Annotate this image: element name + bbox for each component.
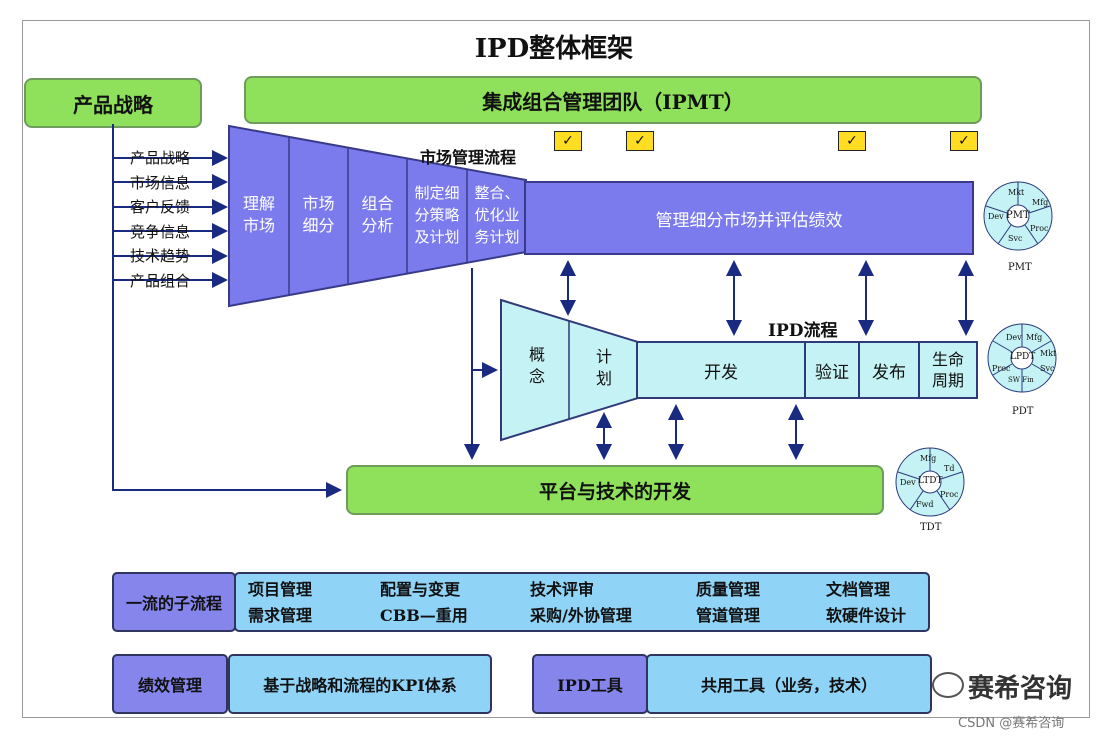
perf-label: 绩效管理 (137, 676, 202, 695)
market-step: 理解 市场 (242, 194, 275, 235)
pdt-seg: Dev (1006, 333, 1022, 342)
input-item: 技术趋势 (130, 247, 191, 265)
watermark-brand: 赛希咨询 (968, 674, 1073, 704)
subprocess-item: 技术评审 (530, 580, 595, 599)
perf-label-box: 绩效管理 (112, 654, 228, 714)
ipmt-bar: 集成组合管理团队（IPMT） (244, 76, 982, 124)
subprocess-label: 一流的子流程 (125, 594, 222, 613)
input-item: 市场信息 (130, 173, 191, 192)
subprocess-item: 采购/外协管理 (530, 606, 632, 625)
pmt-seg: Svc (1008, 234, 1023, 243)
ipd-process-label: IPD流程 (768, 321, 838, 341)
tool-label-box: IPD工具 (532, 654, 648, 714)
diagram-title: IPD整体框架 (474, 34, 634, 64)
ipd-step: 概 念 (528, 345, 545, 386)
checkmark-icon: ✓ (626, 131, 654, 151)
subprocess-item: 文档管理 (826, 580, 891, 599)
market-bar-label: 管理细分市场并评估绩效 (655, 210, 843, 231)
subprocess-item: 需求管理 (248, 606, 313, 625)
platform-label: 平台与技术的开发 (538, 480, 691, 503)
pmt-core: PMT (1006, 210, 1030, 221)
strategy-to-platform-arrow (112, 124, 342, 498)
pdt-seg: Mfg (1026, 333, 1043, 342)
input-item: 客户反馈 (130, 198, 191, 216)
perf-box: 基于战略和流程的KPI体系 (228, 654, 492, 714)
tdt-seg: Fwd (916, 500, 934, 509)
subprocess-item: 管道管理 (696, 606, 761, 625)
pdt-core: LPDT (1010, 352, 1036, 362)
tdt-wheel (895, 447, 965, 517)
pdt-seg: SW Fin (1008, 376, 1034, 384)
subprocess-box (234, 572, 930, 632)
ipmt-label: 集成组合管理团队（IPMT） (482, 89, 744, 114)
tdt-seg: Proc (940, 490, 959, 499)
tdt-core: LTDT (918, 476, 943, 486)
tool-box: 共用工具（业务，技术） (646, 654, 932, 714)
ipd-step-lifecycle: 生命 周期 (918, 341, 978, 399)
checkmark-icon: ✓ (838, 131, 866, 151)
input-item: 产品组合 (130, 271, 191, 290)
pdt-name: PDT (1012, 406, 1034, 417)
ipd-step: 计 划 (595, 347, 612, 388)
wechat-icon (932, 672, 964, 698)
subprocess-label-box: 一流的子流程 (112, 572, 236, 632)
subprocess-item: 质量管理 (696, 580, 761, 599)
pmt-seg: Proc (1030, 224, 1049, 233)
pdt-wheel (987, 323, 1057, 393)
tdt-seg: Dev (900, 478, 916, 487)
market-step: 整合、 优化业 务计划 (474, 184, 520, 246)
ipd-step-label: 验证 (815, 362, 849, 383)
market-step: 市场 细分 (302, 194, 335, 235)
subprocess-item: CBB—重用 (380, 606, 468, 625)
checkmark-icon: ✓ (554, 131, 582, 151)
subprocess-item: 项目管理 (248, 580, 313, 599)
ipd-step-label: 生命 周期 (931, 350, 964, 390)
ipd-step-label: 发布 (872, 362, 906, 383)
pmt-wheel (983, 181, 1053, 251)
subprocess-grid: 项目管理 配置与变更 技术评审 质量管理 文档管理 需求管理 CBB—重用 采购… (234, 572, 926, 628)
input-item: 竞争信息 (130, 222, 191, 241)
watermark-csdn: CSDN @赛希咨询 (958, 716, 1065, 731)
market-bar: 管理细分市场并评估绩效 (524, 181, 974, 255)
pmt-seg: Dev (988, 212, 1004, 221)
ipd-step-release: 发布 (858, 341, 920, 399)
diagram-frame (22, 20, 1090, 718)
tool-label: IPD工具 (557, 676, 623, 695)
perf-value: 基于战略和流程的KPI体系 (263, 676, 457, 695)
tool-value: 共用工具（业务，技术） (700, 676, 877, 695)
input-list: 产品战略 市场信息 客户反馈 竞争信息 技术趋势 产品组合 (130, 146, 226, 293)
platform-bar: 平台与技术的开发 (346, 465, 884, 515)
tdt-name: TDT (920, 522, 942, 533)
market-step: 制定细 分策略 及计划 (414, 184, 460, 246)
ipd-step-develop: 开发 (636, 341, 806, 399)
ipd-step-label: 开发 (704, 362, 738, 383)
pdt-seg: Svc (1040, 364, 1055, 373)
pdt-seg: Proc (992, 364, 1011, 373)
strategy-label: 产品战略 (73, 92, 153, 117)
pdt-seg: Mkt (1040, 349, 1057, 358)
pmt-seg: Mkt (1008, 188, 1025, 197)
input-item: 产品战略 (130, 149, 191, 167)
tdt-seg: Td (944, 464, 955, 473)
checkmark-icon: ✓ (950, 131, 978, 151)
ipd-step-verify: 验证 (804, 341, 860, 399)
pmt-seg: Mfg (1032, 198, 1049, 207)
pmt-name: PMT (1008, 262, 1032, 273)
subprocess-item: 软硬件设计 (826, 606, 907, 625)
market-step: 组合 分析 (361, 194, 394, 235)
strategy-box: 产品战略 (24, 78, 202, 128)
market-process-label: 市场管理流程 (420, 148, 517, 167)
subprocess-item: 配置与变更 (380, 580, 461, 599)
tdt-seg: Mfg (920, 454, 937, 463)
